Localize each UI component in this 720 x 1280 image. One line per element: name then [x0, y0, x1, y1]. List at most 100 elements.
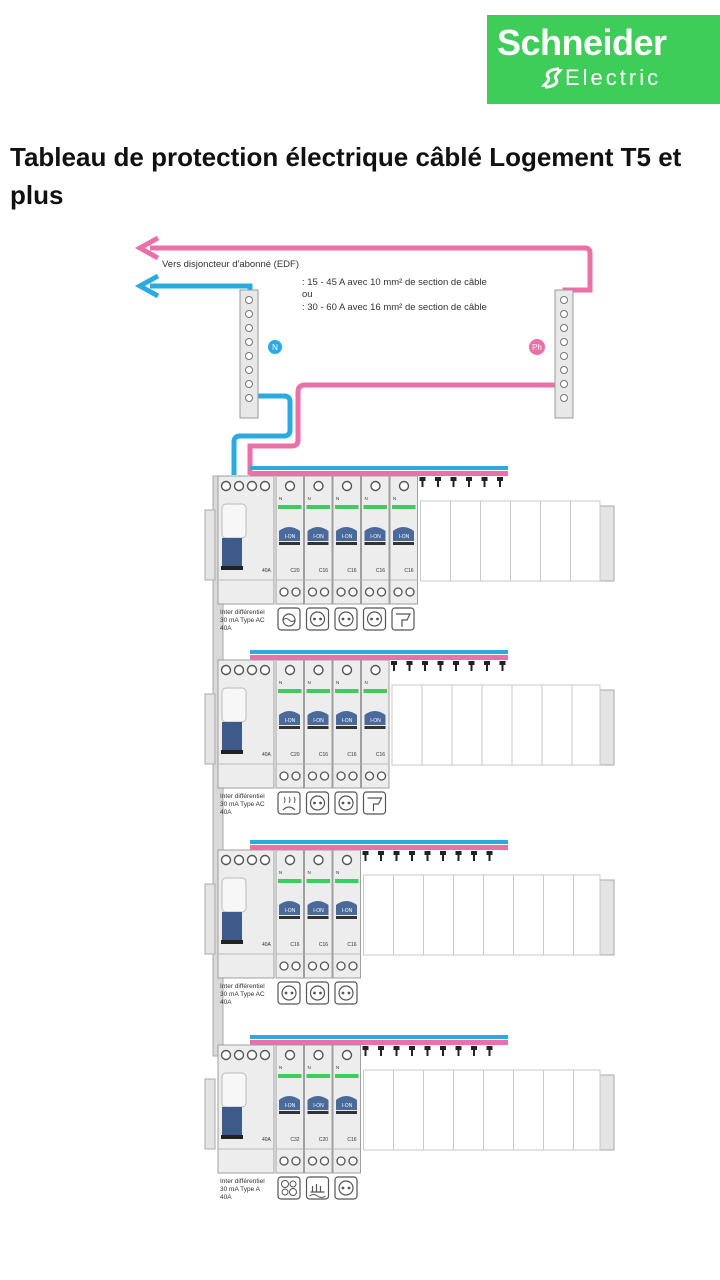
breaker-rating: C16: [404, 568, 413, 574]
empty-slot: [451, 684, 483, 766]
load-icon-frame: [277, 607, 301, 631]
terminal-screw: [284, 854, 296, 866]
brand-strip: [278, 1074, 302, 1078]
breaker-toggle: [307, 1096, 329, 1110]
empty-slot: [540, 500, 571, 582]
water-wave: [282, 618, 296, 622]
terminal-screw: [259, 854, 271, 866]
terminal-screw: [246, 854, 258, 866]
terminal-screw: [319, 771, 330, 781]
breaker-switch-label: I-ON: [342, 534, 353, 540]
terminal-screw: [341, 480, 353, 492]
terminal-screw: [405, 587, 415, 597]
empty-slot: [513, 874, 544, 956]
empty-slot: [571, 684, 601, 766]
toggle-base: [307, 1111, 329, 1114]
comb-tooth: [435, 477, 441, 487]
breaker-rating: C16: [376, 568, 385, 574]
terminal-screw: [307, 961, 318, 971]
load-icon-frame: [391, 607, 415, 631]
rcd-toggle: [222, 912, 242, 940]
empty-slot: [483, 1069, 514, 1151]
brand-strip: [306, 505, 330, 509]
heater-base: [282, 806, 296, 811]
bus-screw: [245, 296, 253, 304]
socket-outline: [338, 611, 354, 627]
rcd-label-line: 30 mA Type AC: [220, 617, 265, 624]
load-icon-frame: [362, 607, 387, 631]
socket-pin: [284, 991, 288, 995]
toggle-base: [307, 542, 329, 545]
terminal-screw: [341, 664, 353, 676]
brand-strip: [278, 879, 302, 883]
comb-tooth: [497, 477, 503, 487]
empty-slot: [393, 874, 424, 956]
empty-slot: [453, 1069, 484, 1151]
comb-tooth: [424, 1046, 431, 1056]
terminal-mark: N: [308, 870, 311, 875]
socket-pin: [341, 801, 345, 805]
socket-pin: [347, 991, 351, 995]
socket-pin: [313, 801, 316, 805]
breaker-rating: C16: [319, 568, 328, 574]
comb-tooth: [486, 851, 493, 861]
din-end-cap: [599, 689, 615, 766]
empty-slot: [570, 500, 601, 582]
terminal-screw: [246, 480, 258, 492]
brand-strip: [363, 505, 387, 509]
empty-slot: [543, 874, 574, 956]
empty-slot: [423, 874, 454, 956]
bus-screw: [245, 310, 253, 318]
rcd-label-line: 40A: [220, 999, 232, 1006]
rack-lines: [310, 1184, 325, 1193]
rcd-label-line: 30 mA Type A: [220, 1186, 261, 1193]
terminal-screw: [370, 664, 381, 676]
terminal-screw: [291, 771, 301, 781]
rcd-label-line: 30 mA Type AC: [220, 991, 265, 998]
lamp-shape: [396, 613, 411, 627]
socket-pin: [313, 991, 316, 995]
terminal-screw: [370, 480, 381, 492]
terminal-screw: [279, 771, 289, 781]
terminal-screw: [336, 1156, 346, 1166]
steam-lines: [283, 796, 296, 804]
terminal-screw: [279, 961, 289, 971]
socket-outline: [309, 985, 326, 1001]
terminal-screw: [313, 854, 324, 866]
bus-screw: [560, 338, 568, 346]
empty-slot: [510, 500, 541, 582]
terminal-screw: [307, 1156, 318, 1166]
breaker-switch-label: I-ON: [342, 1103, 353, 1109]
comb-tooth: [422, 661, 428, 671]
terminal-screw: [220, 1049, 232, 1061]
phase-tag-badge: [529, 339, 545, 355]
terminal-mark: N: [279, 496, 282, 501]
neutral-comb-bar: [250, 1035, 508, 1039]
comb-tooth: [437, 661, 444, 671]
comb-tooth: [391, 661, 397, 671]
feed-line2: ou: [302, 289, 313, 300]
terminal-screw: [398, 480, 410, 492]
rcd-toggle-base: [221, 566, 243, 570]
socket-outline: [309, 795, 326, 811]
terminal-screw: [348, 587, 358, 597]
bus-screw: [560, 380, 568, 388]
logo-swirl-icon: [541, 67, 563, 89]
load-icon-frame: [305, 1176, 330, 1200]
terminal-screw: [279, 587, 289, 597]
rcd-label-line: Inter différentiel: [220, 793, 265, 800]
terminal-screw: [233, 664, 245, 676]
comb-tooth: [455, 1046, 462, 1056]
empty-slot: [543, 1069, 574, 1151]
toggle-base: [336, 726, 357, 729]
rcd-rating-label: 40A: [262, 568, 272, 574]
feed-wires: [134, 235, 593, 475]
breaker-toggle: [279, 1096, 300, 1110]
neutral-comb-bar: [250, 466, 508, 470]
breaker-toggle: [279, 901, 300, 915]
rcd-test-lens: [221, 687, 247, 723]
terminal-screw: [233, 854, 245, 866]
water-wave: [309, 1194, 326, 1198]
breaker-switch-label: I-ON: [313, 1103, 324, 1109]
brand-strip: [306, 1074, 330, 1078]
